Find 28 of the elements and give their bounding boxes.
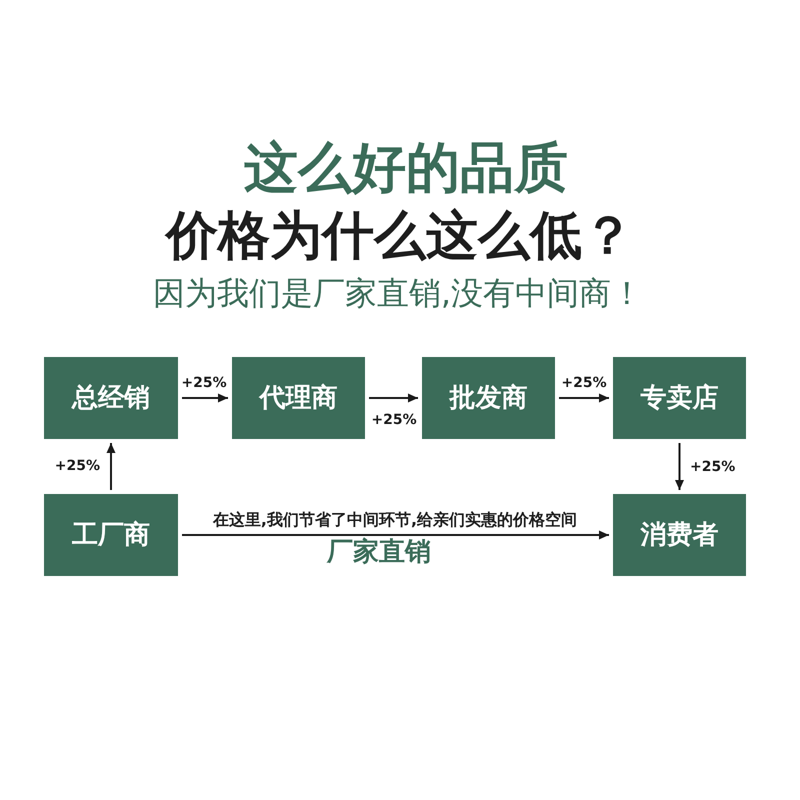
- arrow: [182, 394, 228, 402]
- process-box: [613, 357, 746, 439]
- box-label: 专卖店: [640, 383, 718, 413]
- box-label: 总经销: [72, 383, 150, 413]
- edge-label: +25%: [690, 458, 736, 476]
- box-label: 工厂商: [72, 520, 150, 550]
- arrow: [369, 394, 418, 402]
- arrow: [106, 443, 116, 490]
- headline: 价格为什么这么低？: [166, 207, 634, 265]
- subtitle: 因为我们是厂家直销,没有中间商！: [152, 274, 644, 312]
- arrow: [182, 530, 609, 540]
- edge-label: +25%: [561, 374, 607, 392]
- process-box: [44, 357, 178, 439]
- process-box: [44, 494, 178, 576]
- box-label: 代理商: [260, 383, 338, 413]
- arrow: [559, 394, 609, 402]
- process-box: [422, 357, 555, 439]
- edge-label: +25%: [54, 458, 100, 474]
- note-text: 在这里,我们节省了中间环节,给亲们实惠的价格空间: [212, 510, 578, 530]
- title: 这么好的品质: [244, 138, 568, 198]
- edge-label: +25%: [371, 412, 417, 428]
- edge-label: 厂家直销: [327, 537, 431, 567]
- edge-label: +25%: [181, 374, 227, 392]
- arrow: [675, 443, 684, 490]
- process-box: [613, 494, 746, 576]
- box-label: 消费者: [640, 520, 718, 550]
- box-label: 批发商: [450, 383, 528, 413]
- process-box: [232, 357, 365, 439]
